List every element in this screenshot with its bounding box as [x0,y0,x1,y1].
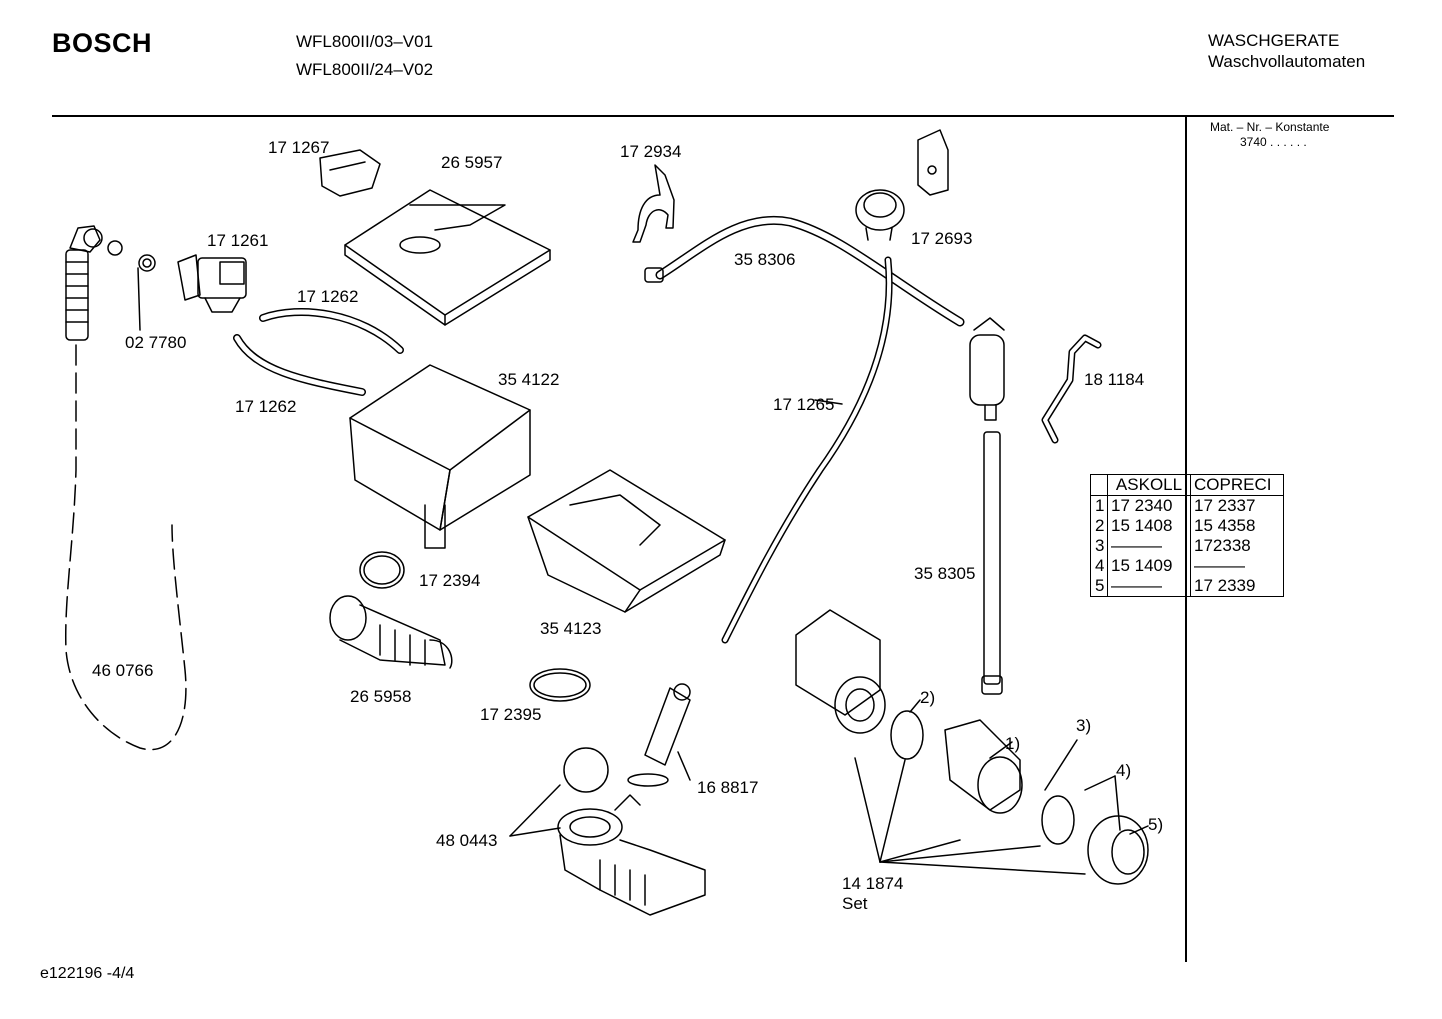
part-label: 46 0766 [92,661,154,680]
part-label: 26 5958 [350,687,412,706]
table-cell: 17 2337 [1194,496,1256,515]
table-header: COPRECI [1190,474,1284,496]
callout-number: 3) [1076,716,1092,735]
part-label-set: Set [842,894,868,913]
table-row: 3 ——— 172338 [1090,536,1284,556]
callout-number: 2) [920,688,936,707]
leader-lines [137,267,1149,875]
part-label: 17 1265 [773,395,835,414]
air-chamber-part [969,317,1005,421]
part-label: 17 1262 [297,287,359,306]
callout-number: 4) [1116,761,1132,780]
table-row: 1 17 2340 17 2337 [1090,495,1284,516]
part-label: 16 8817 [697,778,759,797]
table-cell: 4 [1090,556,1108,576]
pressure-switch-part [855,129,949,241]
part-label: 35 4122 [498,370,560,389]
drain-pump-part [795,609,1149,885]
bellows-hose-part [329,595,453,669]
part-label: 17 2394 [419,571,481,590]
variant-table: ASKOLL COPRECI 1 17 2340 17 2337 2 15 14… [1090,474,1284,597]
part-label: 17 2934 [620,142,682,161]
part-label: 17 2693 [911,229,973,248]
clip-part [319,149,381,197]
part-label: 26 5957 [441,153,503,172]
drawer-housing-part [344,189,551,326]
heater-part [627,683,691,787]
part-label: 17 1262 [235,397,297,416]
part-label: 35 4123 [540,619,602,638]
hose-upper [259,308,404,354]
brand-logo: BOSCH [52,28,153,58]
sump-hose-part [557,747,706,916]
header-divider [52,115,1394,117]
table-cell: 15 1408 [1107,516,1191,536]
solenoid-valve-part [177,254,247,313]
hose-lower [233,334,366,396]
part-label: 17 1261 [207,231,269,250]
part-label: 18 1184 [1084,370,1145,389]
table-cell: 15 4358 [1194,516,1256,535]
table-cell: 1 [1090,495,1108,516]
category-subtitle: Waschvollautomaten [1208,52,1366,71]
dispenser-tray-part [527,469,726,613]
part-label: 35 8305 [914,564,976,583]
pressure-tube-part [644,216,965,327]
callout-number: 5) [1148,815,1164,834]
table-cell: ——— [1194,556,1245,575]
inlet-hose-part [65,225,156,341]
vertical-tube-part [981,431,1003,695]
category-title: WASCHGERATE [1208,31,1340,50]
part-label: 35 8306 [734,250,796,269]
table-row: 5 ——— 17 2339 [1090,576,1284,597]
detergent-box-part [349,364,531,549]
part-label: 17 2395 [480,705,542,724]
hook-part [632,164,675,243]
table-cell: 17 2339 [1194,576,1256,595]
part-label: 48 0443 [436,831,498,850]
table-cell: 3 [1090,536,1108,556]
table-cell: 5 [1090,576,1108,597]
table-row: 4 15 1409 ——— [1090,556,1284,576]
table-cell: 15 1409 [1107,556,1191,576]
table-cell: 17 2340 [1107,495,1191,516]
table-cell: ——— [1107,536,1191,556]
table-row: 2 15 1408 15 4358 [1090,516,1284,536]
document-code: e122196 -4/4 [40,965,135,982]
table-header [1090,474,1108,496]
drain-hose-dashed [64,344,187,751]
mat-nr-label: Mat. – Nr. – Konstante [1210,120,1330,134]
callout-number: 1) [1005,734,1021,753]
mat-nr-value: 3740 . . . . . . [1240,135,1307,149]
seal-ring-172395 [529,668,591,702]
long-tube-part [721,256,893,644]
table-header: ASKOLL [1107,474,1191,496]
table-cell: ——— [1107,576,1191,597]
table-cell: 172338 [1194,536,1251,555]
seal-ring-172394 [359,551,405,589]
model-number-2: WFL800II/24–V02 [296,60,434,79]
part-label: 14 1874 [842,874,904,893]
table-cell: 2 [1090,516,1108,536]
part-label: 02 7780 [125,333,187,352]
part-label: 17 1267 [268,138,330,157]
model-number-1: WFL800II/03–V01 [296,32,434,51]
